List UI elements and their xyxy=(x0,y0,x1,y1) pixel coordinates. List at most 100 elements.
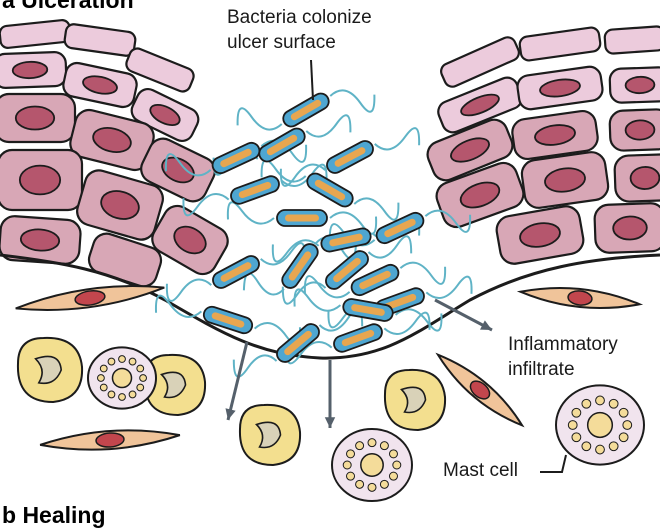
epithelial-cell xyxy=(520,150,610,209)
mast-nucleus xyxy=(588,413,613,438)
flagellum xyxy=(295,289,341,310)
granule xyxy=(389,450,397,458)
ulceration-diagram: a Ulceration Bacteria colonize ulcer sur… xyxy=(0,0,660,516)
granule xyxy=(108,391,115,398)
inflammatory-cell xyxy=(18,338,82,402)
cell-nucleus xyxy=(625,76,654,93)
bacteria-cluster xyxy=(202,91,426,366)
cell-nucleus xyxy=(625,120,654,140)
epithelial-cell xyxy=(594,203,660,253)
bacteria-label-line1: Bacteria colonize xyxy=(227,6,372,30)
cell-nucleus xyxy=(20,166,60,195)
granule xyxy=(100,384,107,391)
granule xyxy=(108,358,115,365)
bacterium xyxy=(279,241,321,291)
cell-nucleus xyxy=(16,106,54,129)
granule xyxy=(343,461,351,469)
bacteria-pointer-line xyxy=(311,60,313,100)
mast-cell-pointer-line xyxy=(540,455,566,472)
bacterium xyxy=(304,171,355,210)
infiltrate-label-line1: Inflammatory xyxy=(508,333,618,357)
bacterium xyxy=(202,305,254,336)
epithelial-cell xyxy=(604,26,660,54)
epithelial-cell xyxy=(519,27,602,62)
cell-nucleus xyxy=(12,61,47,79)
granule xyxy=(137,384,144,391)
epithelium-left xyxy=(0,19,233,289)
granule xyxy=(137,365,144,372)
flagellum xyxy=(375,128,419,149)
granule xyxy=(572,408,581,417)
granule xyxy=(356,480,364,488)
mast-cell-label: Mast cell xyxy=(443,459,518,483)
granule xyxy=(98,375,105,382)
granule xyxy=(389,472,397,480)
bacterium xyxy=(324,138,376,176)
bacterium xyxy=(229,174,281,206)
panel-a-header: a Ulceration xyxy=(2,0,134,14)
mast-cell xyxy=(88,347,156,408)
granule xyxy=(619,408,628,417)
flagellum xyxy=(396,309,442,330)
flagellum xyxy=(167,280,211,301)
epithelial-cell xyxy=(609,109,660,151)
flagellum xyxy=(238,108,282,129)
granule xyxy=(380,442,388,450)
mast-nucleus xyxy=(112,368,131,387)
flagellum xyxy=(400,263,445,284)
granule xyxy=(119,394,126,401)
epithelial-cell xyxy=(0,94,75,142)
arrow-head xyxy=(325,417,335,428)
granule xyxy=(596,445,605,454)
cell-nucleus xyxy=(630,166,660,189)
flagellum xyxy=(330,90,374,111)
cell-nucleus xyxy=(613,216,647,240)
epithelial-cell xyxy=(0,52,67,88)
mast-cell xyxy=(556,385,644,464)
inflammatory-cell xyxy=(385,370,445,430)
granule xyxy=(582,399,591,408)
bacteria-label-line2: ulcer surface xyxy=(227,31,336,55)
epithelial-cell xyxy=(516,65,604,110)
granule xyxy=(572,433,581,442)
flagellum xyxy=(354,198,398,219)
granule xyxy=(368,439,376,447)
epithelium-right xyxy=(424,26,660,266)
granule xyxy=(393,461,401,469)
granule xyxy=(609,399,618,408)
fibroblast xyxy=(519,283,640,313)
granule xyxy=(619,433,628,442)
granule xyxy=(129,358,136,365)
granule xyxy=(356,442,364,450)
bacterium xyxy=(320,227,372,253)
granule xyxy=(596,396,605,405)
granule xyxy=(568,421,577,430)
epithelial-cell xyxy=(494,204,585,266)
granule xyxy=(623,421,632,430)
bacterium xyxy=(280,91,331,130)
infiltrate-label-line2: infiltrate xyxy=(508,358,575,382)
granule xyxy=(609,442,618,451)
epithelial-cell xyxy=(0,150,82,210)
epithelial-cell xyxy=(64,23,137,57)
bacterium xyxy=(277,210,327,226)
granule xyxy=(347,472,355,480)
flagellum xyxy=(426,277,471,298)
granule xyxy=(582,442,591,451)
granule xyxy=(129,391,136,398)
mast-nucleus xyxy=(361,454,383,476)
bacterium xyxy=(210,140,262,176)
epithelial-cell xyxy=(609,67,660,103)
mast-cell xyxy=(332,429,412,501)
granule xyxy=(100,365,107,372)
flagellum xyxy=(306,115,350,136)
ulceration-illustration xyxy=(0,0,660,516)
granule xyxy=(368,483,376,491)
flagellum xyxy=(228,202,274,223)
epithelial-cell xyxy=(614,154,660,202)
epithelial-cell xyxy=(0,19,71,48)
granule xyxy=(380,480,388,488)
flagellum xyxy=(244,273,284,294)
inflammatory-cell xyxy=(240,405,300,465)
granule xyxy=(119,356,126,363)
